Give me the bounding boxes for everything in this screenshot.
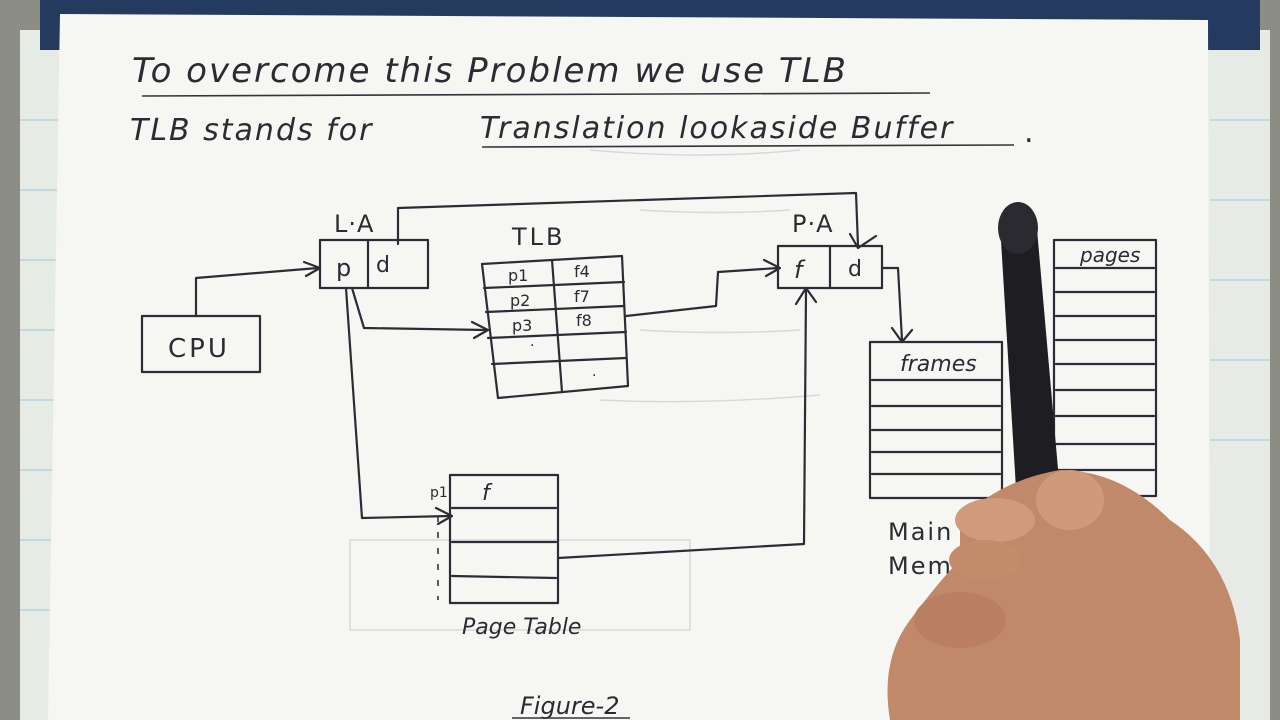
pa-to-memory-arrow: [880, 266, 904, 342]
cpu-to-la-arrow: [194, 266, 320, 318]
arrowhead: [434, 506, 454, 526]
heading-underline-1: [141, 92, 931, 97]
pagetable-to-pa-arrow: [556, 288, 808, 560]
page-to-pagetable-arrow: [344, 286, 452, 520]
page-table-caption: Page Table: [462, 615, 581, 640]
tlb-title: TLB: [511, 223, 566, 251]
hand-holding-pen: [887, 202, 1240, 720]
page-table-row-label: p1: [430, 485, 448, 501]
tlb-continuation-mark: ·: [592, 368, 596, 384]
main-memory-caption-2: Mem: [888, 552, 953, 580]
logical-address-box: [318, 238, 430, 290]
logical-address-offset: d: [376, 253, 390, 278]
page-to-tlb-arrow: [350, 286, 488, 332]
tlb-page-cell: p1: [508, 266, 528, 285]
physical-address-offset: d: [848, 257, 862, 282]
heading-line-2-prefix: TLB stands for: [130, 113, 373, 148]
tlb-frame-cell: f7: [574, 287, 590, 306]
logical-address-title: L·A: [334, 210, 374, 238]
heading-line-1: To overcome this Problem we use TLB: [132, 51, 848, 91]
pages-header: pages: [1079, 243, 1140, 267]
main-memory-caption-1: Main: [888, 518, 953, 546]
cpu-label: CPU: [168, 334, 230, 364]
arrowhead: [470, 320, 490, 340]
tlb-frame-cell: f8: [576, 311, 592, 330]
page-table-frame-cell: f: [482, 481, 493, 506]
arrowhead: [848, 232, 878, 250]
offset-to-pa-arrow: [396, 191, 860, 248]
paper-sheet: [48, 14, 1210, 720]
physical-address-title: P·A: [792, 210, 834, 238]
bleed-through-marks: [349, 149, 821, 631]
frames-header: frames: [900, 352, 977, 377]
heading-line-2-suffix: .: [1024, 115, 1034, 150]
heading-underline-2: [481, 144, 1015, 148]
tlb-page-cell: p2: [510, 291, 530, 310]
page-table: [437, 473, 560, 605]
tlb-frame-cell: f4: [574, 262, 590, 281]
figure-caption: Figure-2: [520, 692, 619, 720]
tlb-full-form: Translation lookaside Buffer: [480, 111, 954, 146]
main-memory-frames: [868, 340, 1004, 500]
arrowhead: [762, 258, 782, 278]
tlb-continuation-mark: ·: [530, 338, 534, 354]
tlb-table: [480, 254, 630, 400]
tlb-page-cell: p3: [512, 316, 532, 335]
logical-address-page: p: [336, 254, 351, 282]
cpu-box: [140, 314, 262, 374]
tlb-to-pa-arrow: [624, 266, 780, 318]
arrowhead: [794, 286, 818, 306]
